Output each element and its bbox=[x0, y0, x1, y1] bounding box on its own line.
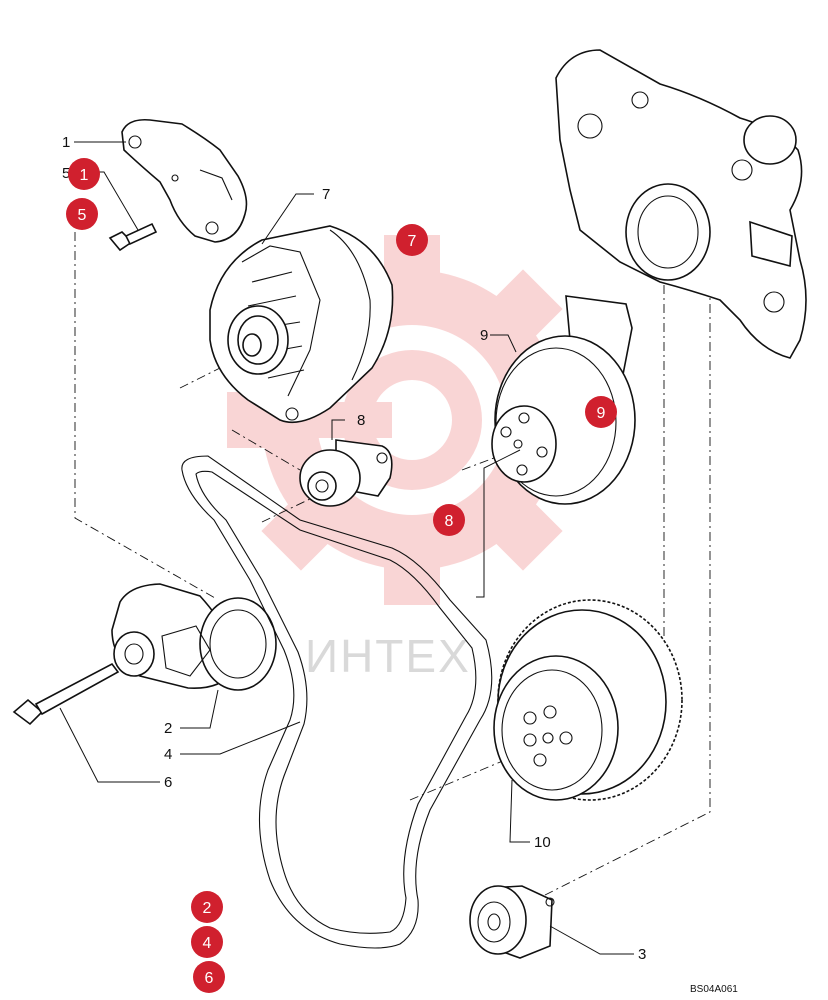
belt-tensioner bbox=[111, 583, 277, 691]
engine-front-cover bbox=[555, 49, 807, 359]
badge-7[interactable]: 7 bbox=[396, 224, 428, 256]
svg-text:9: 9 bbox=[597, 405, 606, 422]
diagram-reference-code: BS04A061 bbox=[690, 984, 738, 995]
idler-pulley-upper bbox=[299, 439, 393, 507]
serpentine-belt bbox=[181, 455, 493, 949]
callout-5: 5 bbox=[62, 165, 70, 182]
leader-lines bbox=[59, 141, 634, 955]
watermark-text: ИНТЕХ bbox=[305, 630, 471, 682]
callout-1: 1 bbox=[62, 134, 70, 151]
svg-text:8: 8 bbox=[445, 513, 454, 530]
svg-text:5: 5 bbox=[78, 207, 87, 224]
svg-text:6: 6 bbox=[205, 970, 214, 987]
callout-10: 10 bbox=[534, 834, 551, 851]
badge-6[interactable]: 6 bbox=[193, 961, 225, 993]
crankshaft-pulley bbox=[493, 599, 683, 801]
callout-8: 8 bbox=[357, 412, 365, 429]
badge-5[interactable]: 5 bbox=[66, 198, 98, 230]
callout-4: 4 bbox=[164, 746, 172, 763]
callout-2: 2 bbox=[164, 720, 172, 737]
water-pump-pulley bbox=[491, 295, 636, 505]
badge-4[interactable]: 4 bbox=[191, 926, 223, 958]
svg-text:7: 7 bbox=[408, 233, 417, 250]
svg-text:2: 2 bbox=[203, 900, 212, 917]
tensioner-bolt bbox=[12, 662, 120, 726]
callout-6: 6 bbox=[164, 774, 172, 791]
callout-numbers: 1 5 7 8 9 2 4 6 10 3 bbox=[62, 134, 646, 963]
idler-pulley-lower bbox=[469, 885, 555, 959]
bracket-bolt bbox=[108, 222, 158, 252]
badge-1[interactable]: 1 bbox=[68, 158, 100, 190]
alternator bbox=[209, 225, 394, 424]
callout-9: 9 bbox=[480, 327, 488, 344]
red-badges: 1 5 7 9 8 2 4 6 bbox=[66, 158, 617, 993]
callout-7: 7 bbox=[322, 186, 330, 203]
badge-2[interactable]: 2 bbox=[191, 891, 223, 923]
svg-text:4: 4 bbox=[203, 935, 212, 952]
svg-text:1: 1 bbox=[80, 167, 89, 184]
badge-8[interactable]: 8 bbox=[433, 504, 465, 536]
callout-3: 3 bbox=[638, 946, 646, 963]
mounting-bracket bbox=[121, 118, 248, 243]
badge-9[interactable]: 9 bbox=[585, 396, 617, 428]
